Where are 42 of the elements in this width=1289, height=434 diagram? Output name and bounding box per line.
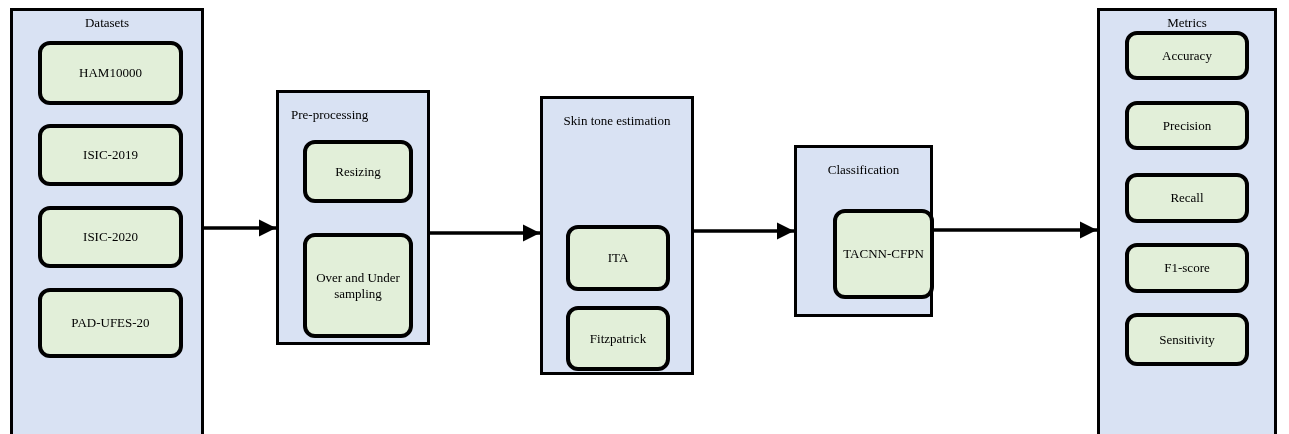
step-box [1125, 313, 1249, 366]
step-label: ISIC-2019 [83, 147, 138, 163]
panel-title: Datasets [83, 15, 130, 32]
step-label: Resizing [335, 163, 381, 180]
step-label: F1-score [1164, 260, 1210, 276]
panel-title: Classification [826, 162, 901, 179]
panel-title: Skin tone estimation [563, 113, 671, 130]
step-box [38, 124, 183, 186]
arrow [430, 224, 540, 242]
step-label: Sensitivity [1159, 331, 1215, 348]
arrow [694, 222, 794, 240]
stage-panel [540, 96, 694, 375]
step-label: ITA [607, 250, 629, 266]
step-label: Accuracy [1162, 47, 1212, 64]
step-box [38, 41, 183, 105]
panel-title: Pre-processing [291, 107, 369, 124]
step-box [303, 140, 413, 203]
step-box [38, 206, 183, 268]
stage-panel [276, 90, 430, 345]
step-label: PAD-UFES-20 [71, 315, 150, 331]
step-box [1125, 101, 1249, 150]
step-box [303, 233, 413, 338]
stage-panel [794, 145, 933, 317]
step-label: TACNN-CFPN [843, 246, 924, 262]
step-box [566, 225, 670, 291]
panel-title: Metrics [1166, 15, 1208, 32]
step-box [1125, 243, 1249, 293]
step-label: Recall [1170, 190, 1204, 206]
step-box [833, 209, 934, 299]
arrow [933, 221, 1097, 239]
step-label: Over and Under sampling [315, 269, 401, 302]
stage-panel [1097, 8, 1277, 434]
step-box [1125, 173, 1249, 223]
step-label: ISIC-2020 [83, 229, 138, 245]
arrow [204, 219, 276, 237]
step-label: Precision [1162, 117, 1212, 134]
step-box [38, 288, 183, 358]
stage-panel [10, 8, 204, 434]
step-box [566, 306, 670, 371]
step-box [1125, 31, 1249, 80]
step-label: HAM10000 [79, 65, 142, 81]
step-label: Fitzpatrick [589, 330, 647, 347]
